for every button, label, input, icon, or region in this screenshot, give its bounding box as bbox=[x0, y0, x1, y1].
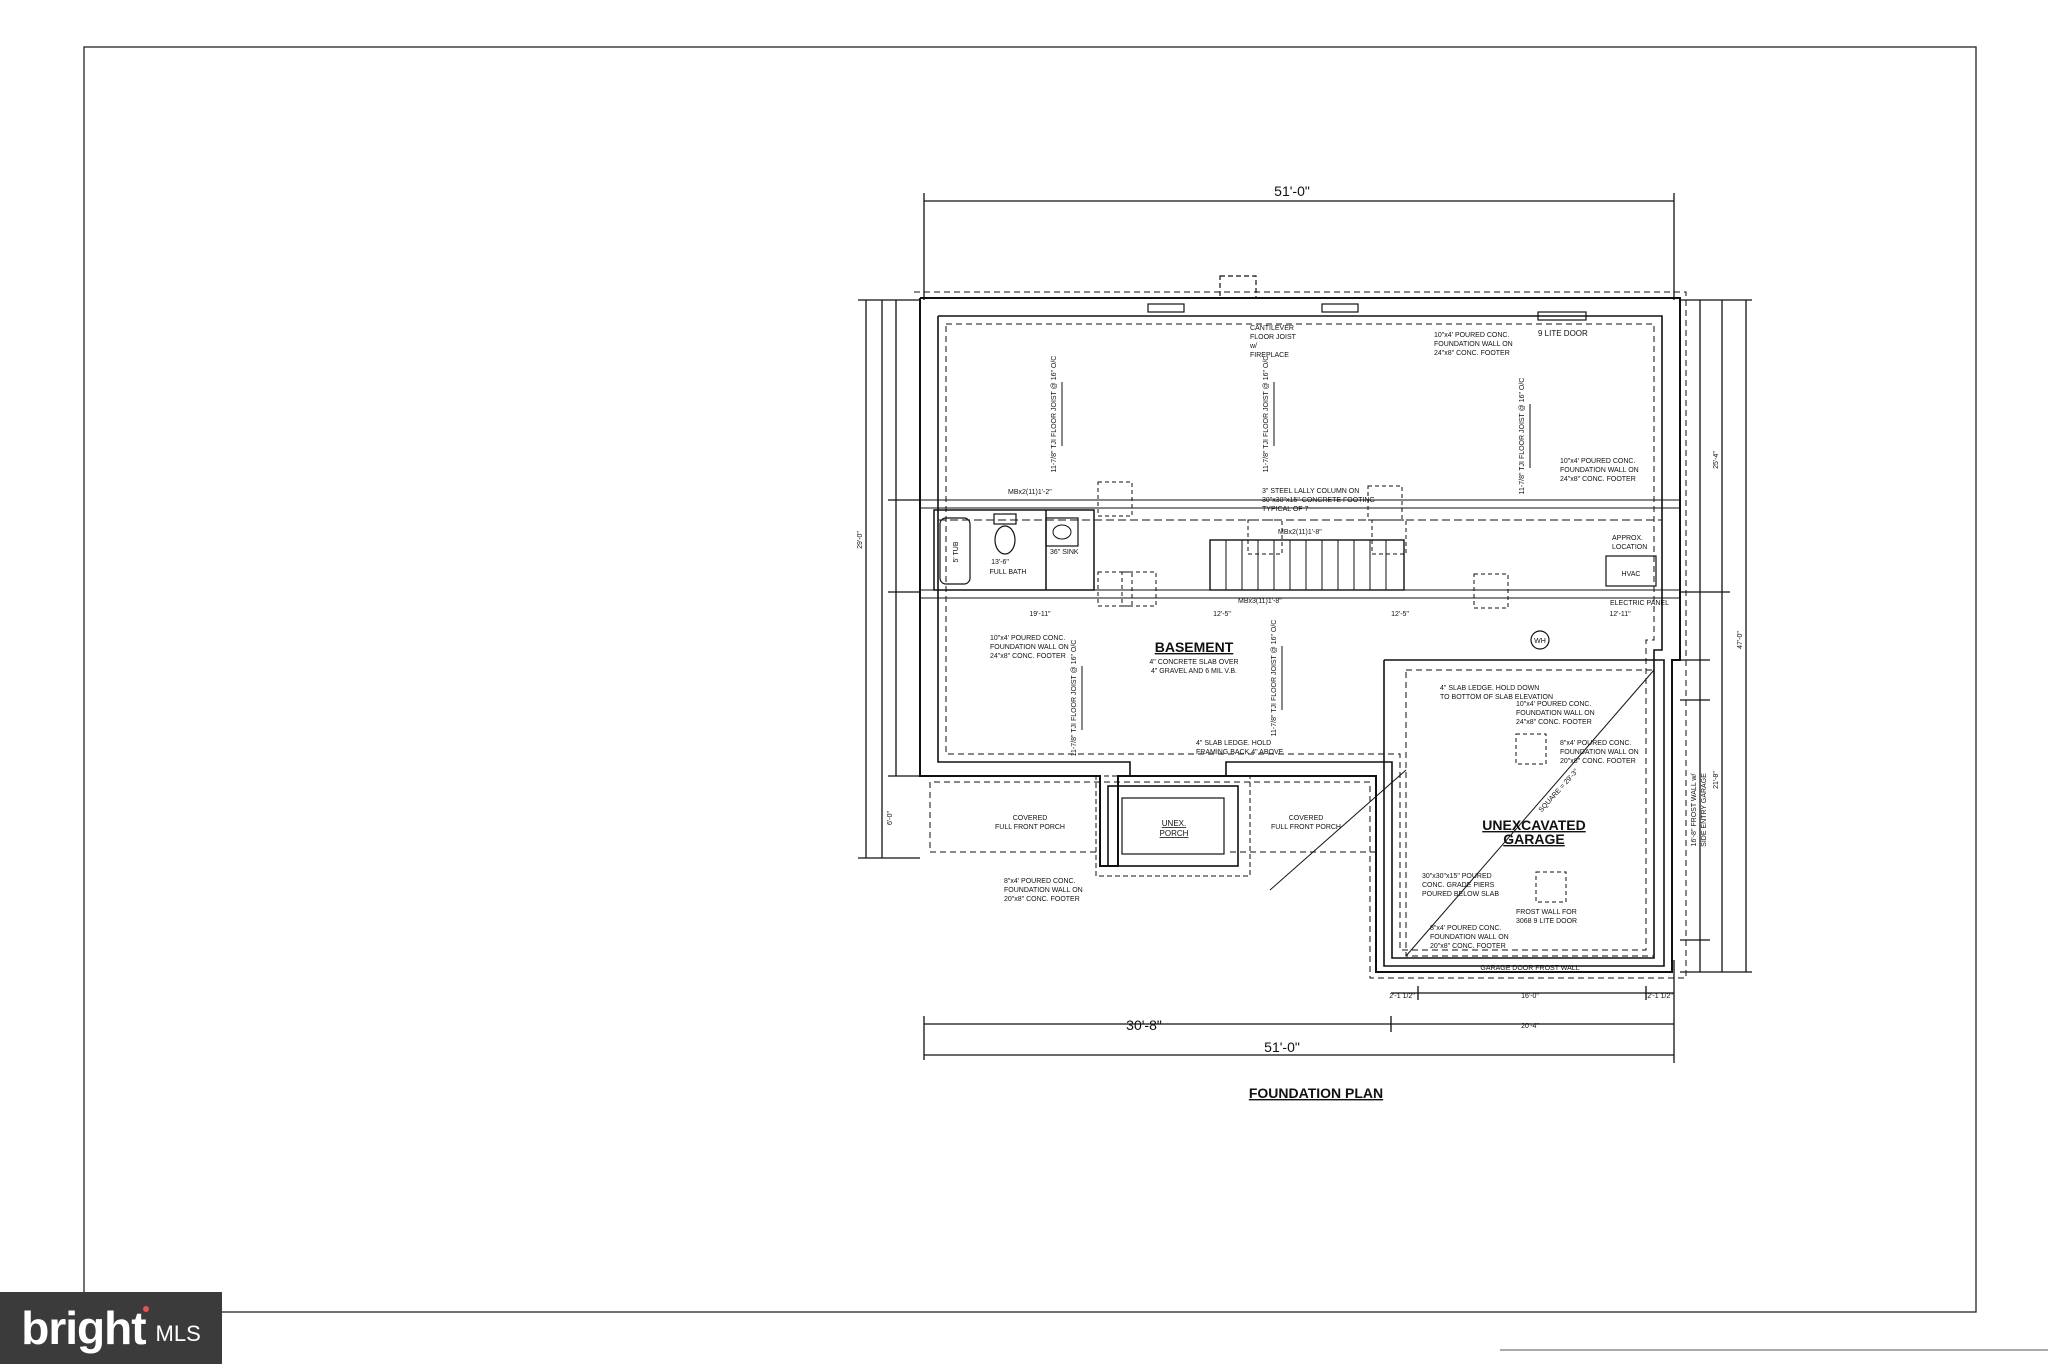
dim-left-overall: 29'-0" bbox=[857, 531, 864, 549]
room-porch-line2: PORCH bbox=[1160, 829, 1189, 838]
room-garage-line1: UNEXCAVATED bbox=[1482, 817, 1585, 833]
note-slab-2: 4" GRAVEL AND 6 MIL V.B. bbox=[1151, 668, 1237, 675]
room-porch-line1: UNEX. bbox=[1162, 819, 1186, 828]
room-hvac: HVAC bbox=[1622, 571, 1641, 578]
room-garage-line2: GARAGE bbox=[1503, 831, 1564, 847]
note-wall-right-3: 24"x8" CONC. FOOTER bbox=[1560, 476, 1636, 483]
bright-mls-watermark: bright MLS bbox=[0, 1292, 222, 1364]
note-header-mid: MBx3(11)1'-8" bbox=[1238, 598, 1282, 605]
note-wall-garage-2: FOUNDATION WALL ON bbox=[1516, 710, 1595, 717]
note-joist-1: 11-7/8" TJI FLOOR JOIST @ 16" O/C bbox=[1051, 356, 1058, 473]
note-ledge-porch-2: FRAMING BACK 4" ABOVE bbox=[1196, 749, 1284, 756]
room-covered-porch-right-2: FULL FRONT PORCH bbox=[1271, 824, 1341, 831]
watermark-brand: bright bbox=[21, 1302, 146, 1354]
note-slab-1: 4" CONCRETE SLAB OVER bbox=[1149, 659, 1238, 666]
note-vanity: 36" SINK bbox=[1050, 549, 1079, 556]
note-wall-left-1: 10"x4' POURED CONC. bbox=[990, 635, 1065, 642]
note-approx-1: APPROX. bbox=[1612, 535, 1643, 542]
dim-garage-width: 20'-4" bbox=[1521, 1023, 1539, 1030]
note-piers-3: POURED BELOW SLAB bbox=[1422, 891, 1499, 898]
dimension-lines bbox=[858, 193, 1752, 1063]
note-frost-1: FROST WALL FOR bbox=[1516, 909, 1577, 916]
note-cantilever-1: CANTILEVER bbox=[1250, 325, 1294, 332]
note-lally-3: TYPICAL OF 7 bbox=[1262, 506, 1309, 513]
note-porch-wall-2: FOUNDATION WALL ON bbox=[1004, 887, 1083, 894]
room-full-bath: FULL BATH bbox=[990, 569, 1027, 576]
note-header-bath: MBx2(11)1'-2" bbox=[1008, 489, 1052, 496]
dim-garage-left-jamb: 2'-1 1/2" bbox=[1389, 993, 1415, 1000]
note-wall-right-2: FOUNDATION WALL ON bbox=[1560, 467, 1639, 474]
note-wall-top-2: FOUNDATION WALL ON bbox=[1434, 341, 1513, 348]
plan-title: FOUNDATION PLAN bbox=[1249, 1085, 1383, 1101]
note-joist-4: 11-7/8" TJI FLOOR JOIST @ 16" O/C bbox=[1071, 640, 1078, 757]
dim-bottom-partial: 30'-8" bbox=[1126, 1017, 1162, 1033]
note-header-stair: MBx2(11)1'-8" bbox=[1278, 529, 1322, 536]
room-covered-porch-right-1: COVERED bbox=[1289, 815, 1324, 822]
dim-run-b: 12'-5" bbox=[1213, 611, 1231, 618]
note-ledge-top-1: 4" SLAB LEDGE. HOLD DOWN bbox=[1440, 685, 1539, 692]
note-tub: 5' TUB bbox=[953, 541, 960, 562]
note-wall-left-2: FOUNDATION WALL ON bbox=[990, 644, 1069, 651]
note-wall-top-3: 24"x8" CONC. FOOTER bbox=[1434, 350, 1510, 357]
note-ledge-top-2: TO BOTTOM OF SLAB ELEVATION bbox=[1440, 694, 1553, 701]
room-covered-porch-left-2: FULL FRONT PORCH bbox=[995, 824, 1065, 831]
note-piers-1: 30"x30"x15" POURED bbox=[1422, 873, 1492, 880]
note-ledge-porch-1: 4" SLAB LEDGE. HOLD bbox=[1196, 740, 1271, 747]
note-joist-3: 11-7/8" TJI FLOOR JOIST @ 16" O/C bbox=[1519, 378, 1526, 495]
sheet-border bbox=[83, 46, 1977, 1313]
dim-run-a: 19'-11" bbox=[1029, 611, 1051, 618]
note-wh: WH bbox=[1534, 638, 1546, 645]
note-wall-top-1: 10"x4' POURED CONC. bbox=[1434, 332, 1509, 339]
note-porch-wall-3: 20"x8" CONC. FOOTER bbox=[1004, 896, 1080, 903]
joist-arrows bbox=[1061, 382, 1531, 730]
dim-garage-door: 16'-0" bbox=[1521, 993, 1539, 1000]
note-side-frost-1: 16'-8" FROST WALL w/ bbox=[1691, 774, 1698, 847]
note-porch-wall-1: 8"x4' POURED CONC. bbox=[1004, 878, 1076, 885]
note-garage-wall-1: 8"x4' POURED CONC. bbox=[1430, 925, 1502, 932]
note-frost-2: 3068 9 LITE DOOR bbox=[1516, 918, 1577, 925]
note-garage-door-frost: GARAGE DOOR FROST WALL bbox=[1480, 965, 1579, 972]
note-garage-right-3: 20"x8" CONC. FOOTER bbox=[1560, 758, 1636, 765]
note-garage-wall-3: 20"x8" CONC. FOOTER bbox=[1430, 943, 1506, 950]
note-wall-garage-3: 24"x8" CONC. FOOTER bbox=[1516, 719, 1592, 726]
dim-right-overall: 47'-0" bbox=[1737, 631, 1744, 649]
note-nine-lite: 9 LITE DOOR bbox=[1538, 329, 1588, 338]
note-garage-right-2: FOUNDATION WALL ON bbox=[1560, 749, 1639, 756]
foundation-walls bbox=[914, 275, 1687, 979]
note-joist-5: 11-7/8" TJI FLOOR JOIST @ 16" O/C bbox=[1271, 620, 1278, 737]
note-approx-2: LOCATION bbox=[1612, 544, 1647, 551]
note-cantilever-3: w/ bbox=[1249, 343, 1257, 350]
note-lally-2: 30"x30"x15" CONCRETE FOOTING bbox=[1262, 497, 1375, 504]
dim-garage-right-jamb: 2'-1 1/2" bbox=[1647, 993, 1673, 1000]
note-cantilever-2: FLOOR JOIST bbox=[1250, 334, 1297, 341]
note-garage-wall-2: FOUNDATION WALL ON bbox=[1430, 934, 1509, 941]
note-lally-1: 3" STEEL LALLY COLUMN ON bbox=[1262, 488, 1359, 495]
dim-left-front-porch: 6'-0" bbox=[887, 811, 894, 825]
note-wall-garage-1: 10"x4' POURED CONC. bbox=[1516, 701, 1591, 708]
note-cantilever-4: FIREPLACE bbox=[1250, 352, 1289, 359]
note-side-frost-2: SIDE ENTRY GARAGE bbox=[1701, 773, 1708, 847]
note-piers-2: CONC. GRADE PIERS bbox=[1422, 882, 1495, 889]
note-wall-left-3: 24"x8" CONC. FOOTER bbox=[990, 653, 1066, 660]
dim-bottom-width: 51'-0" bbox=[1264, 1039, 1300, 1055]
watermark-dot-icon bbox=[143, 1306, 149, 1312]
dim-run-d: 12'-11" bbox=[1609, 611, 1631, 618]
note-joist-2: 11-7/8" TJI FLOOR JOIST @ 16" O/C bbox=[1263, 356, 1270, 473]
dim-right-upper: 25'-4" bbox=[1713, 451, 1720, 469]
dim-run-c: 12'-5" bbox=[1391, 611, 1409, 618]
watermark-suffix: MLS bbox=[155, 1321, 201, 1346]
dim-right-lower: 21'-8" bbox=[1713, 771, 1720, 789]
note-wall-right-1: 10"x4' POURED CONC. bbox=[1560, 458, 1635, 465]
note-electric: ELECTRIC PANEL bbox=[1610, 600, 1669, 607]
room-covered-porch-left-1: COVERED bbox=[1013, 815, 1048, 822]
room-basement: BASEMENT bbox=[1155, 639, 1234, 655]
note-garage-right-1: 8"x4' POURED CONC. bbox=[1560, 740, 1632, 747]
dim-bath-run: 13'-6" bbox=[991, 559, 1009, 566]
note-square: SQUARE = 29'-3" bbox=[1538, 768, 1581, 814]
dim-top-width: 51'-0" bbox=[1274, 183, 1310, 199]
